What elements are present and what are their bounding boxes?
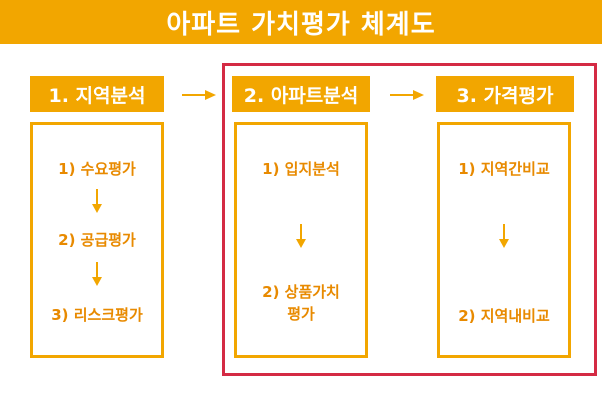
page-title: 아파트 가치평가 체계도 (166, 9, 436, 40)
stage-3-item-1: 1) 지역간비교 (458, 160, 550, 178)
stage-1-header: 1. 지역분석 (30, 76, 164, 112)
stage-2-item-2-text: 2) 상품가치 평가 (262, 283, 340, 323)
down-arrow-icon (92, 262, 102, 286)
stage-2-item-2: 2) 상품가치 평가 (237, 281, 365, 325)
stage-2-box: 1) 입지분석 2) 상품가치 평가 (234, 122, 368, 358)
stage-1-box: 1) 수요평가 2) 공급평가 3) 리스크평가 (30, 122, 164, 358)
stage-1-item-2: 2) 공급평가 (58, 231, 136, 249)
stage-3-item-2: 2) 지역내비교 (458, 307, 550, 325)
down-arrow-icon (92, 189, 102, 213)
stage-1-label: 1. 지역분석 (48, 84, 146, 107)
stage-3-box: 1) 지역간비교 2) 지역내비교 (437, 122, 571, 358)
stage-1-item-1: 1) 수요평가 (58, 160, 136, 178)
down-arrow-icon (499, 224, 509, 248)
stage-3-label: 3. 가격평가 (456, 84, 554, 107)
right-arrow-icon (182, 90, 216, 100)
highlight-frame (222, 63, 597, 376)
down-arrow-icon (296, 224, 306, 248)
stage-2-header: 2. 아파트분석 (232, 76, 370, 112)
right-arrow-icon (390, 90, 424, 100)
stage-2-label: 2. 아파트분석 (243, 84, 359, 107)
stage-2-item-1: 1) 입지분석 (262, 160, 340, 178)
stage-1-item-3: 3) 리스크평가 (51, 306, 143, 324)
stage-3-header: 3. 가격평가 (436, 76, 574, 112)
title-bar: 아파트 가치평가 체계도 (0, 0, 602, 44)
